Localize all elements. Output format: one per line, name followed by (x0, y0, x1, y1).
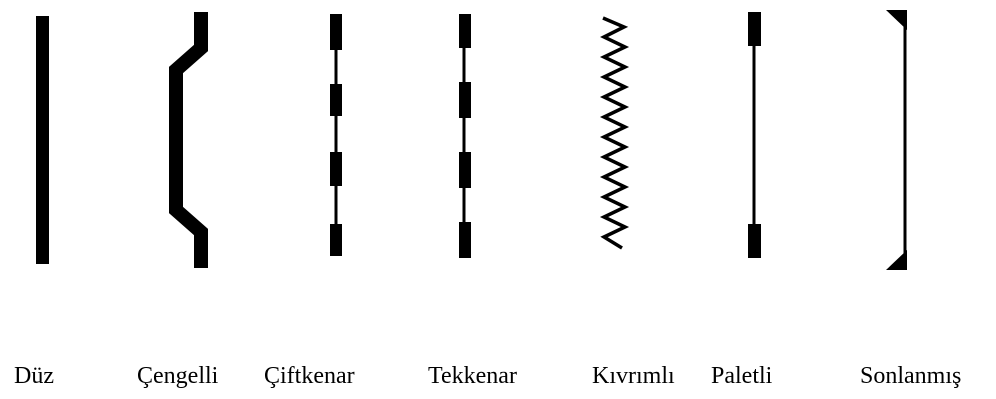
label-kivrimli: Kıvrımlı (592, 363, 675, 389)
label-duz: Düz (14, 363, 54, 389)
tekkenar-segment (459, 82, 471, 118)
ciftkenar-segment (330, 152, 342, 186)
fiber-kivrimli (599, 16, 630, 250)
cengelli-hook-bar (169, 12, 208, 268)
tekkenar-segment (459, 222, 471, 258)
ciftkenar-segment (330, 84, 342, 116)
paletli-bottom-paddle (748, 224, 761, 258)
sonlanmis-bottom-end (886, 250, 907, 270)
tekkenar-segment (459, 152, 471, 188)
label-sonlanmis: Sonlanmış (860, 363, 961, 389)
sonlanmis-top-end (886, 10, 907, 30)
fiber-cengelli (169, 12, 208, 268)
fiber-ciftkenar (330, 14, 342, 256)
fiber-tekkenar (459, 14, 471, 258)
tekkenar-segment (459, 14, 471, 48)
label-ciftkenar: Çiftkenar (264, 363, 355, 389)
ciftkenar-segment (330, 224, 342, 256)
fiber-duz (36, 16, 49, 264)
ciftkenar-segment (330, 14, 342, 50)
fiber-paletli (748, 12, 761, 258)
paletli-top-paddle (748, 12, 761, 46)
label-cengelli: Çengelli (137, 363, 219, 389)
fiber-sonlanmis (886, 10, 907, 270)
label-tekkenar: Tekkenar (428, 363, 517, 389)
kivrimli-zigzag (599, 16, 630, 250)
duz-bar (36, 16, 49, 264)
label-paletli: Paletli (711, 363, 773, 389)
